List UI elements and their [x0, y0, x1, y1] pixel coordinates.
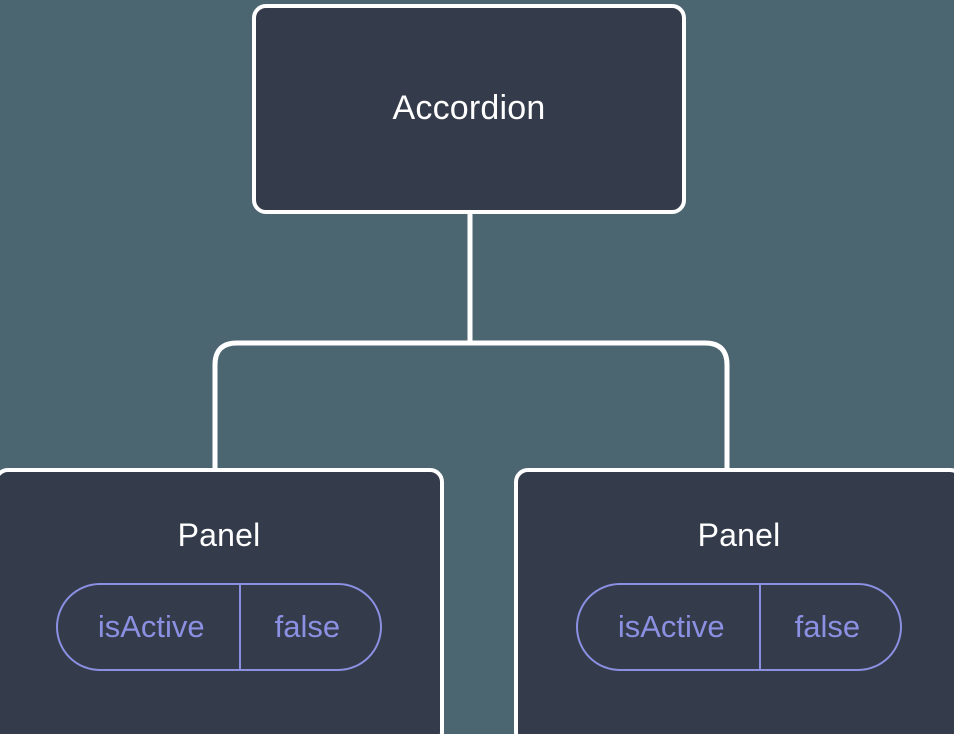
node-accordion-label: Accordion — [392, 89, 546, 128]
node-panel-2[interactable]: Panel isActive false — [514, 468, 954, 734]
prop-key-isactive: isActive — [578, 585, 761, 670]
prop-badge-panel-1[interactable]: isActive false — [55, 583, 383, 672]
prop-value-isactive: false — [794, 609, 861, 645]
node-panel-2-label: Panel — [697, 517, 781, 553]
prop-key-isactive: isActive — [58, 585, 241, 670]
prop-badge-panel-2[interactable]: isActive false — [575, 583, 903, 672]
prop-value-isactive: false — [274, 609, 341, 645]
node-panel-1-label: Panel — [177, 517, 261, 553]
node-accordion[interactable]: Accordion — [252, 4, 686, 214]
edge-branch-bus — [212, 340, 730, 470]
node-panel-1[interactable]: Panel isActive false — [0, 468, 444, 734]
